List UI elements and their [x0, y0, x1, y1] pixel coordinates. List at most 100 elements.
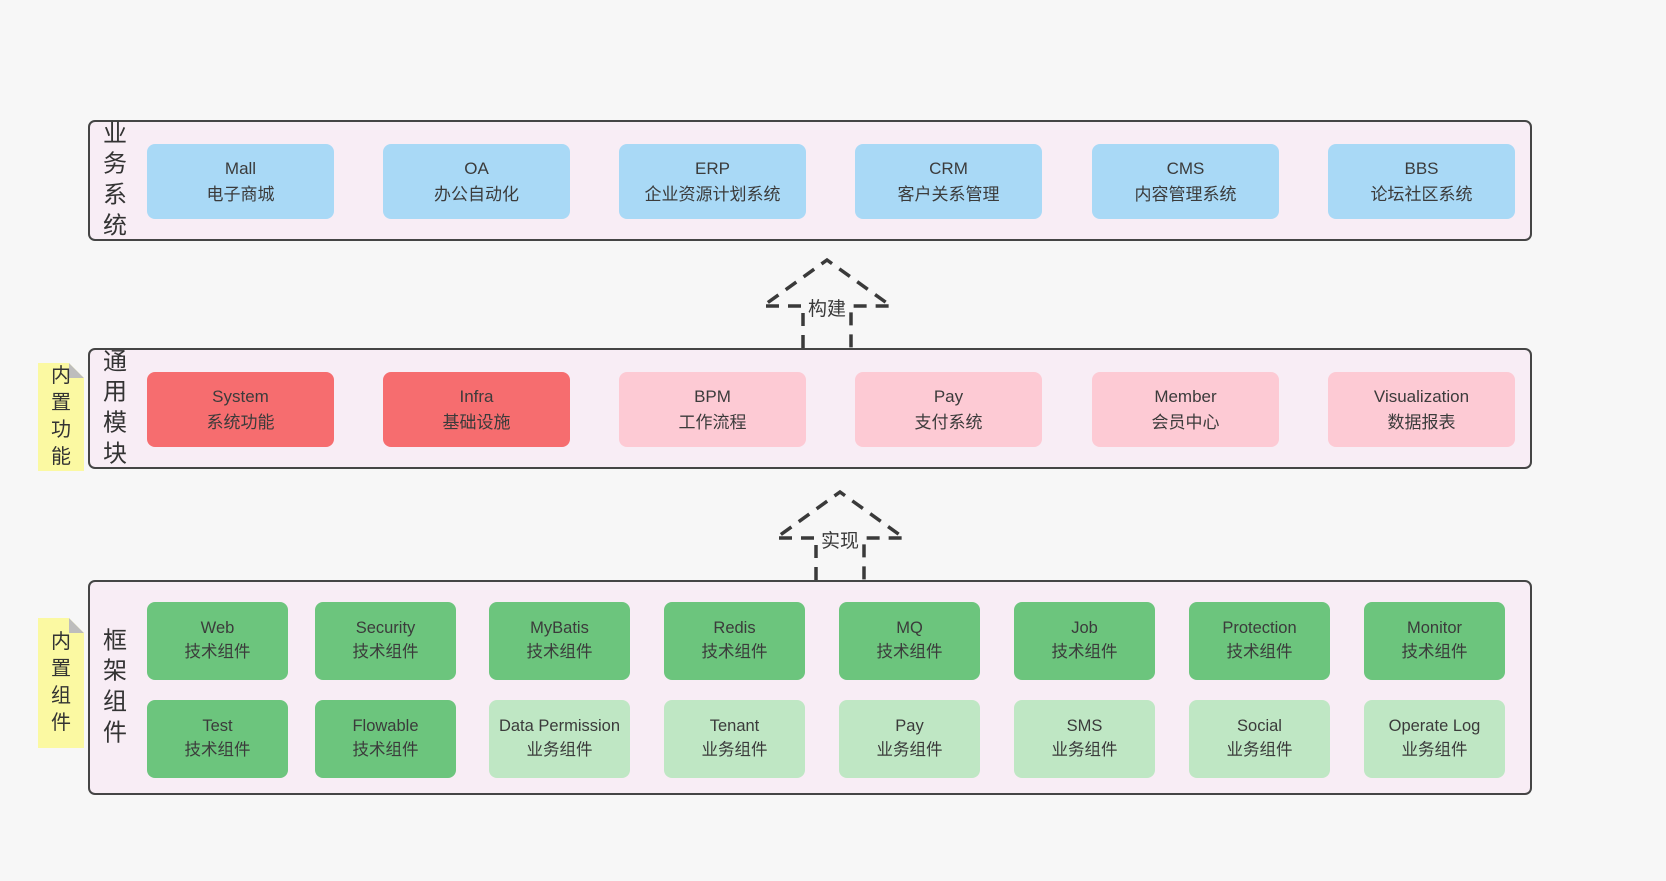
box-title: Flowable: [352, 717, 419, 736]
box-title: Member: [1154, 387, 1217, 406]
box-title: Data Permission: [498, 717, 621, 736]
arrow-build: 构建: [757, 256, 897, 348]
box-title: BBS: [1404, 159, 1439, 178]
box-title: Visualization: [1373, 387, 1470, 406]
box-subtitle: 系统功能: [206, 412, 275, 432]
box-subtitle: 技术组件: [526, 643, 593, 661]
box-infra: Infra 基础设施: [383, 372, 570, 447]
box-title: Operate Log: [1388, 717, 1481, 736]
arrow-implement: 实现: [770, 488, 910, 580]
box-subtitle: 技术组件: [1051, 643, 1118, 661]
box-subtitle: 电子商城: [206, 184, 275, 204]
box-subtitle: 技术组件: [184, 741, 251, 759]
box-mall: Mall 电子商城: [147, 144, 334, 219]
band-framework-components: 框架组件 Web 技术组件 Security 技术组件 MyBatis 技术组件…: [88, 580, 1532, 795]
box-cms: CMS 内容管理系统: [1092, 144, 1279, 219]
sticky-builtin-features: 内置功能: [38, 363, 84, 471]
box-title: Job: [1071, 619, 1098, 638]
box-redis: Redis 技术组件: [664, 602, 805, 680]
box-subtitle: 工作流程: [678, 412, 747, 432]
box-title: CMS: [1166, 159, 1205, 178]
box-title: Tenant: [709, 717, 760, 736]
box-subtitle: 业务组件: [526, 741, 593, 759]
box-subtitle: 论坛社区系统: [1370, 184, 1473, 204]
box-subtitle: 业务组件: [1051, 741, 1118, 759]
sticky-label: 内置功能: [51, 365, 71, 468]
box-crm: CRM 客户关系管理: [855, 144, 1042, 219]
box-title: OA: [464, 159, 489, 178]
box-title: BPM: [694, 387, 731, 406]
band-common-label: 通用模块: [103, 348, 127, 468]
box-title: Security: [355, 619, 416, 638]
up-arrow-icon: [770, 489, 910, 580]
box-subtitle: 技术组件: [184, 643, 251, 661]
box-security: Security 技术组件: [315, 602, 456, 680]
box-sms: SMS 业务组件: [1014, 700, 1155, 778]
box-job: Job 技术组件: [1014, 602, 1155, 680]
box-member: Member 会员中心: [1092, 372, 1279, 447]
box-subtitle: 会员中心: [1151, 412, 1220, 432]
box-protection: Protection 技术组件: [1189, 602, 1330, 680]
box-title: SMS: [1066, 717, 1103, 736]
box-title: Infra: [459, 387, 494, 406]
box-subtitle: 业务组件: [1401, 741, 1468, 759]
box-title: Protection: [1222, 619, 1297, 638]
box-monitor: Monitor 技术组件: [1364, 602, 1505, 680]
box-subtitle: 技术组件: [701, 643, 768, 661]
box-tenant: Tenant 业务组件: [664, 700, 805, 778]
box-subtitle: 业务组件: [876, 741, 943, 759]
box-title: Pay: [895, 717, 924, 736]
box-data-permission: Data Permission 业务组件: [489, 700, 630, 778]
band-business-label: 业务系统: [103, 120, 127, 240]
box-web: Web 技术组件: [147, 602, 288, 680]
box-subtitle: 客户关系管理: [897, 184, 1000, 204]
box-title: Mall: [224, 159, 257, 178]
box-title: ERP: [695, 159, 730, 178]
sticky-label: 内置组件: [51, 631, 71, 734]
box-subtitle: 技术组件: [352, 741, 419, 759]
box-bbs: BBS 论坛社区系统: [1328, 144, 1515, 219]
box-test: Test 技术组件: [147, 700, 288, 778]
box-flowable: Flowable 技术组件: [315, 700, 456, 778]
box-subtitle: 办公自动化: [434, 184, 519, 204]
box-pay-module: Pay 支付系统: [855, 372, 1042, 447]
box-oa: OA 办公自动化: [383, 144, 570, 219]
box-erp: ERP 企业资源计划系统: [619, 144, 806, 219]
box-subtitle: 技术组件: [1401, 643, 1468, 661]
sticky-builtin-components: 内置组件: [38, 618, 84, 748]
box-subtitle: 基础设施: [442, 412, 511, 432]
box-title: CRM: [929, 159, 968, 178]
band-business-systems: 业务系统 Mall 电子商城 OA 办公自动化 ERP 企业资源计划系统 CRM…: [88, 120, 1532, 241]
box-title: Monitor: [1406, 619, 1463, 638]
box-system: System 系统功能: [147, 372, 334, 447]
box-title: MyBatis: [530, 619, 589, 638]
box-visualization: Visualization 数据报表: [1328, 372, 1515, 447]
folded-corner-icon: [69, 618, 84, 633]
box-mybatis: MyBatis 技术组件: [489, 602, 630, 680]
band-common-modules: 通用模块 System 系统功能 Infra 基础设施 BPM 工作流程 Pay…: [88, 348, 1532, 469]
box-title: Test: [202, 717, 233, 736]
box-subtitle: 数据报表: [1387, 412, 1456, 432]
box-title: Web: [200, 619, 235, 638]
box-subtitle: 企业资源计划系统: [644, 184, 781, 204]
box-title: Redis: [713, 619, 756, 638]
arrow-build-label: 构建: [804, 294, 850, 321]
box-operate-log: Operate Log 业务组件: [1364, 700, 1505, 778]
box-bpm: BPM 工作流程: [619, 372, 806, 447]
box-social: Social 业务组件: [1189, 700, 1330, 778]
box-subtitle: 业务组件: [701, 741, 768, 759]
box-subtitle: 技术组件: [1226, 643, 1293, 661]
box-pay-component: Pay 业务组件: [839, 700, 980, 778]
folded-corner-icon: [69, 363, 84, 378]
box-subtitle: 内容管理系统: [1134, 184, 1237, 204]
box-title: Social: [1237, 717, 1282, 736]
box-mq: MQ 技术组件: [839, 602, 980, 680]
box-title: System: [212, 387, 269, 406]
box-subtitle: 技术组件: [876, 643, 943, 661]
box-title: MQ: [896, 619, 923, 638]
box-subtitle: 支付系统: [914, 412, 983, 432]
up-arrow-icon: [757, 257, 897, 348]
box-title: Pay: [933, 387, 964, 406]
band-framework-label: 框架组件: [103, 627, 127, 747]
